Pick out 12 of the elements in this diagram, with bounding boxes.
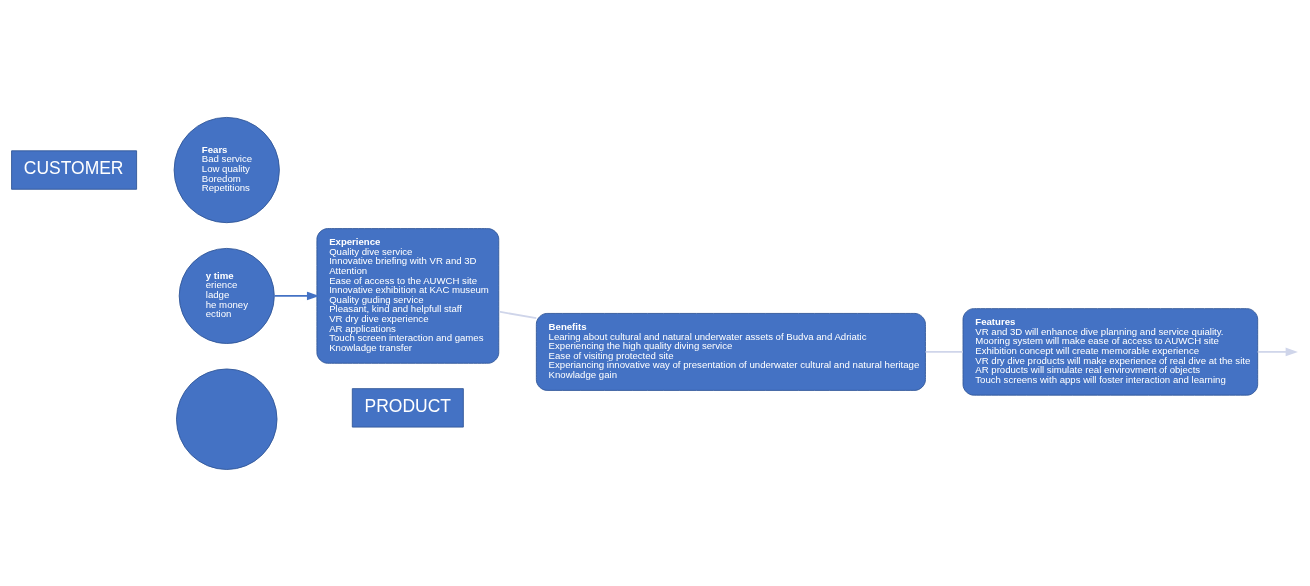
node-box: CUSTOMER — [11, 149, 138, 190]
node-circle: Fears Bad service Low quality Boredom Repetitions — [173, 116, 280, 223]
node-circle: y time erience ladge he money ection — [178, 247, 275, 344]
connector — [498, 310, 538, 319]
arrow — [273, 291, 320, 300]
arrow — [1256, 347, 1298, 356]
node-box: PRODUCT — [351, 387, 464, 428]
node-box: Experience Quality dive service Innovative briefing with VR and 3D Attention Ease of access to the AUWCH site Innovative exhibition at KAC museum Quality guding service Pleasant, kind and helpfull staff VR dry dive experience AR applications Touch screen interaction and games Knowladge transfer — [316, 227, 500, 364]
node-circle — [176, 368, 278, 470]
connector — [924, 350, 964, 353]
node-box: Features VR and 3D will enhance dive planning and service quiality. Mooring system will make ease of access to AUWCH site Exhibition concept will create memorable experience VR dry dive products will make experience of real dive at the site AR products will simulate real envirovment of objects Touch screens with apps will foster interaction and learning — [962, 307, 1259, 396]
node-box: Benefits Learing about cultural and natural underwater assets of Budva and Adriatic Experiencing the high quality diving service Ease of visiting protected site Experiancing innovative way of presentation of underwater cultural and natural heritage Knowladge gain — [535, 312, 926, 391]
